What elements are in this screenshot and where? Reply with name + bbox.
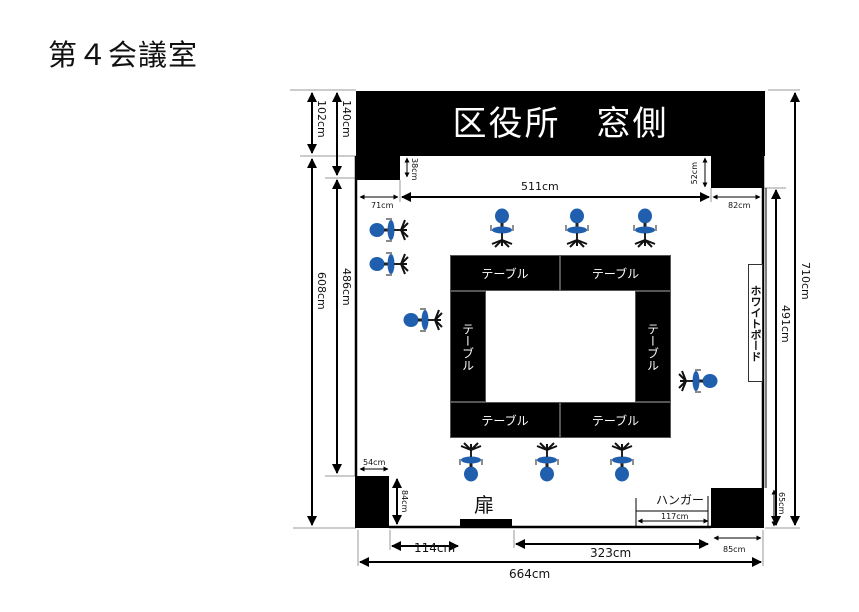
chair-left-3 bbox=[403, 305, 443, 335]
chair-bottom-2 bbox=[532, 442, 562, 482]
dim-65: 65cm bbox=[777, 492, 786, 515]
chair-top-2 bbox=[562, 208, 592, 248]
dim-491: 491cm bbox=[779, 305, 792, 343]
pillar-top-left bbox=[356, 155, 400, 180]
dim-710: 710cm bbox=[799, 262, 812, 300]
dim-54: 54cm bbox=[363, 458, 386, 467]
chair-bottom-3 bbox=[607, 442, 637, 482]
whiteboard: ホワイトボード bbox=[748, 264, 763, 382]
table-top-left: テーブル bbox=[450, 255, 560, 291]
dim-84: 84cm bbox=[400, 490, 409, 513]
dim-323: 323cm bbox=[590, 546, 632, 560]
dim-38: 38cm bbox=[410, 158, 419, 181]
pillar-top-right bbox=[711, 155, 762, 188]
dim-511: 511cm bbox=[521, 180, 559, 193]
dim-117: 117cm bbox=[661, 512, 689, 521]
dim-140: 140cm bbox=[340, 100, 353, 138]
dim-486: 486cm bbox=[340, 268, 353, 306]
page-title: 第４会議室 bbox=[48, 38, 199, 72]
table-top-right: テーブル bbox=[560, 255, 671, 291]
chair-left-2 bbox=[369, 249, 409, 279]
dim-608: 608cm bbox=[315, 272, 328, 310]
window-side-band bbox=[356, 91, 765, 156]
chair-left-1 bbox=[369, 215, 409, 245]
chair-top-1 bbox=[487, 208, 517, 248]
hanger-label: ハンガー bbox=[656, 493, 705, 507]
dim-71: 71cm bbox=[371, 201, 394, 210]
door-label: 扉 bbox=[474, 493, 494, 517]
pillar-bottom-left bbox=[355, 476, 389, 528]
chair-bottom-1 bbox=[456, 442, 486, 482]
dim-85: 85cm bbox=[723, 545, 746, 554]
chair-right-1 bbox=[678, 366, 718, 396]
dim-664: 664cm bbox=[509, 567, 551, 581]
window-side-label: 区役所 窓側 bbox=[452, 104, 669, 144]
dim-82: 82cm bbox=[728, 201, 751, 210]
table-right: テーブル bbox=[635, 291, 671, 402]
pillar-bottom-right bbox=[711, 488, 764, 528]
dim-102: 102cm bbox=[315, 100, 328, 138]
table-bottom-left: テーブル bbox=[450, 402, 560, 438]
chair-top-3 bbox=[630, 208, 660, 248]
table-bottom-right: テーブル bbox=[560, 402, 671, 438]
dim-52: 52cm bbox=[690, 162, 699, 185]
dim-114: 114cm bbox=[414, 541, 456, 555]
table-left: テーブル bbox=[450, 291, 486, 402]
door bbox=[460, 519, 512, 528]
